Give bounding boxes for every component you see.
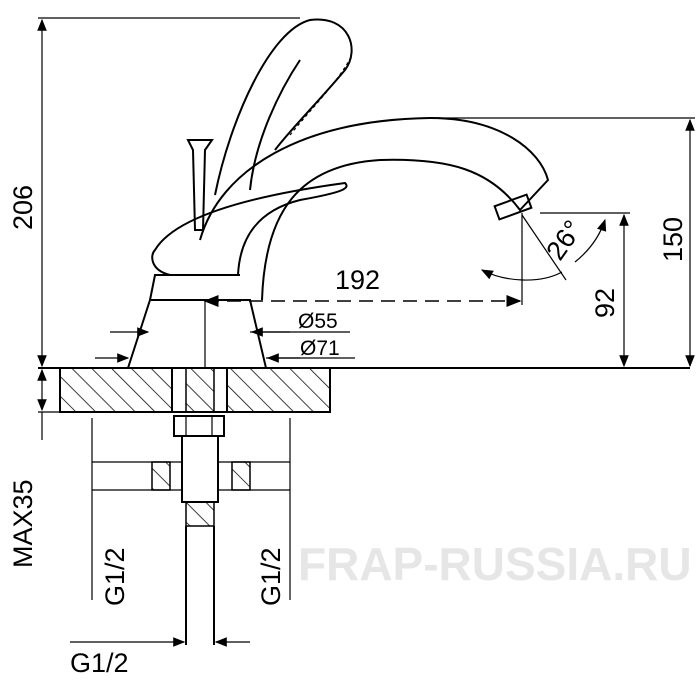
dimension-150: 150 bbox=[430, 117, 695, 368]
dimension-max35: MAX35 bbox=[8, 368, 60, 568]
label-g12-bottom: G1/2 bbox=[70, 648, 129, 678]
label-g12-right: G1/2 bbox=[256, 547, 286, 606]
label-92: 92 bbox=[590, 288, 620, 318]
dimension-206: 206 bbox=[8, 17, 300, 368]
dimension-g12-bottom: G1/2 bbox=[70, 637, 250, 678]
under-deck-fittings bbox=[92, 415, 290, 645]
dimension-angle: 26° bbox=[480, 214, 607, 281]
dimension-diameters: Ø55 Ø71 bbox=[95, 310, 355, 363]
dimension-192: 192 bbox=[203, 213, 523, 368]
label-206: 206 bbox=[8, 185, 38, 230]
countertop bbox=[38, 367, 690, 413]
label-150: 150 bbox=[658, 217, 688, 262]
faucet-body bbox=[127, 18, 550, 369]
label-d71: Ø71 bbox=[300, 337, 340, 360]
dimension-g12-left: G1/2 bbox=[91, 418, 130, 606]
label-d55: Ø55 bbox=[298, 310, 338, 333]
label-max35: MAX35 bbox=[8, 479, 38, 568]
dimension-92: 92 bbox=[540, 212, 630, 368]
watermark: FRAP-RUSSIA.RU bbox=[298, 538, 692, 590]
label-angle: 26° bbox=[540, 215, 588, 266]
label-g12-left: G1/2 bbox=[100, 547, 130, 606]
dimension-g12-right: G1/2 bbox=[256, 418, 291, 606]
label-192: 192 bbox=[335, 265, 380, 295]
